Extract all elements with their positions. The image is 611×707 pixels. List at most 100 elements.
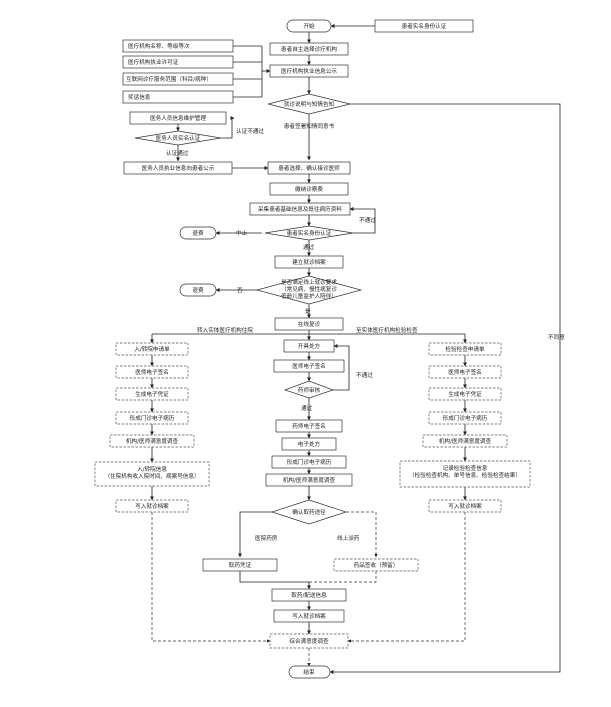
svg-text:生成电子凭证: 生成电子凭证 <box>135 390 169 398</box>
exam-record-box: 记录检验检查信息（检验检查机构、单号信息、检验检查结果） <box>399 460 531 488</box>
svg-text:药师电子签名: 药师电子签名 <box>292 422 326 430</box>
create-record-box: 建立就诊档案 <box>274 255 344 269</box>
svg-text:医务人员信息维护管理: 医务人员信息维护管理 <box>150 114 206 122</box>
prescribe-box: 开具处方 <box>283 339 335 353</box>
stop-label: 中止 <box>236 229 248 237</box>
svg-text:互联网诊疗服务范围（科目/病种）: 互联网诊疗服务范围（科目/病种） <box>126 75 212 83</box>
svg-text:电子处方: 电子处方 <box>298 440 321 448</box>
not-pass-label-2: 不通过 <box>356 371 373 379</box>
pharm-review-decision: 药师审核 <box>283 380 335 399</box>
refund-2-node: 退费 <box>179 283 217 297</box>
choose-institution-box: 患者自主选择诊疗机构 <box>269 42 349 56</box>
svg-text:写入就诊档案: 写入就诊档案 <box>292 612 326 620</box>
svg-text:医疗机构执业信息公示: 医疗机构执业信息公示 <box>281 67 337 75</box>
pass-label-2: 通过 <box>301 404 313 412</box>
svg-text:入/转院信息（住院机构收入院时间、病案号信息）: 入/转院信息（住院机构收入院时间、病案号信息） <box>104 465 199 480</box>
refund-1-node: 退费 <box>179 226 217 240</box>
internet-scope-box: 互联网诊疗服务范围（科目/病种） <box>122 72 234 86</box>
confirm-pickup-decision: 确认取药途径 <box>270 499 348 525</box>
satisfaction-left-box: 机构/医师满意度调查 <box>109 434 195 448</box>
svg-text:确认取药途径: 确认取药途径 <box>292 508 326 516</box>
staff-auth-pass-label: 认证通过 <box>166 149 189 157</box>
svg-text:开始: 开始 <box>303 22 315 30</box>
pay-fee-box: 缴纳诊察费 <box>269 182 349 196</box>
svg-text:医疗机构名称、等级等次: 医疗机构名称、等级等次 <box>128 42 190 50</box>
inst-name-level-box: 医疗机构名称、等级等次 <box>122 39 234 53</box>
svg-text:患者实名身份认证: 患者实名身份认证 <box>287 229 332 237</box>
svg-text:机构/医师满意度调查: 机构/医师满意度调查 <box>283 476 336 484</box>
svg-text:取药/配送信息: 取药/配送信息 <box>291 591 327 599</box>
svg-text:药师审核: 药师审核 <box>298 386 321 394</box>
svg-text:退费: 退费 <box>192 286 204 294</box>
outpatient-record-right-box: 形成门诊电子病历 <box>428 411 502 425</box>
consult-notice-decision: 就诊说明与知情告知 <box>267 93 351 115</box>
connectors <box>150 24 561 674</box>
online-pharmacy-label: 线上派药 <box>337 534 360 542</box>
svg-text:生成电子凭证: 生成电子凭证 <box>448 390 482 398</box>
inst-license-box: 医疗机构执业许可证 <box>122 55 234 69</box>
staff-auth-decision: 医务人员实名认证 <box>134 130 222 146</box>
svg-text:形成门诊电子病历: 形成门诊电子病历 <box>130 414 175 422</box>
e-prescription-box: 电子处方 <box>281 437 337 451</box>
svg-text:医师电子签名: 医师电子签名 <box>448 368 482 376</box>
svg-text:开具处方: 开具处方 <box>298 342 321 350</box>
svg-text:写入就诊档案: 写入就诊档案 <box>448 502 482 510</box>
realname-check-decision: 患者实名身份认证 <box>264 225 354 241</box>
pharm-sign-box: 药师电子签名 <box>275 419 343 433</box>
svg-text:医务人员实名认证: 医务人员实名认证 <box>156 134 201 142</box>
staff-auth-fail-label: 认证不通过 <box>236 127 264 135</box>
svg-text:患者选择、确认接诊医师: 患者选择、确认接诊医师 <box>278 164 340 172</box>
svg-text:形成门诊电子病历: 形成门诊电子病历 <box>287 458 332 466</box>
svg-text:取药凭证: 取药凭证 <box>229 561 252 569</box>
overall-survey-box: 综合满意度调查 <box>269 633 349 649</box>
svg-text:患者自主选择诊疗机构: 患者自主选择诊疗机构 <box>281 45 337 53</box>
svg-text:奖惩信息: 奖惩信息 <box>128 93 151 101</box>
archive-middle-box: 写入就诊档案 <box>273 609 345 623</box>
archive-left-box: 写入就诊档案 <box>115 499 189 513</box>
satisfaction-middle-box: 机构/医师满意度调查 <box>265 473 353 487</box>
voucher-right-box: 生成电子凭证 <box>428 387 502 401</box>
svg-text:医师电子签名: 医师电子签名 <box>135 368 169 376</box>
online-revisit-box: 在线复诊 <box>274 317 344 331</box>
svg-text:药品签收（预留）: 药品签收（预留） <box>354 561 399 569</box>
pickup-delivery-box: 取药/配送信息 <box>271 588 347 602</box>
exam-form-box: 检验检查申请单 <box>428 342 502 356</box>
svg-text:写入就诊档案: 写入就诊档案 <box>135 502 169 510</box>
start-node: 开始 <box>286 19 332 33</box>
drug-receipt-box: 药品签收（预留） <box>333 558 419 572</box>
doctor-sign-right-box: 医师电子签名 <box>428 365 502 379</box>
collect-records-box: 采集患者基础信息及既往病历资料 <box>249 202 351 216</box>
svg-text:建立就诊档案: 建立就诊档案 <box>292 258 326 266</box>
doctor-sign-middle-box: 医师电子签名 <box>273 359 345 373</box>
pass-label-1: 通过 <box>303 243 315 251</box>
voucher-left-box: 生成电子凭证 <box>115 387 189 401</box>
svg-text:医师电子签名: 医师电子签名 <box>292 362 326 370</box>
svg-text:患者实名身份认证: 患者实名身份认证 <box>402 22 447 30</box>
choose-doctor-box: 患者选择、确认接诊医师 <box>267 161 351 175</box>
to-inpatient-label: 转入实体医疗机构住院 <box>197 326 253 334</box>
svg-text:是否满足线上就诊要求（常见病、慢性病复诊低龄儿童监护人陪伴）: 是否满足线上就诊要求（常见病、慢性病复诊低龄儿童监护人陪伴） <box>281 278 337 300</box>
yes-label: 是 <box>305 308 311 315</box>
staff-publicity-box: 医务人员执业信息向患者公示 <box>123 161 233 175</box>
svg-text:综合满意度调查: 综合满意度调查 <box>289 637 329 645</box>
svg-text:在线复诊: 在线复诊 <box>298 320 321 328</box>
svg-text:缴纳诊察费: 缴纳诊察费 <box>295 185 323 193</box>
svg-text:记录检验检查信息（检验检查机构、单号信息、检验检查结果）: 记录检验检查信息（检验检查机构、单号信息、检验检查结果） <box>409 464 521 479</box>
outpatient-record-left-box: 形成门诊电子病历 <box>115 411 189 425</box>
outpatient-record-middle-box: 形成门诊电子病历 <box>271 455 347 469</box>
eligibility-decision: 是否满足线上就诊要求（常见病、慢性病复诊低龄儿童监护人陪伴） <box>255 275 363 305</box>
svg-text:退费: 退费 <box>192 229 204 237</box>
staff-info-mgmt-box: 医务人员信息维护管理 <box>129 111 227 125</box>
identity-auth-box: 患者实名身份认证 <box>374 19 474 33</box>
pickup-voucher-box: 取药凭证 <box>202 558 278 572</box>
to-exam-label: 至实体医疗机构检验检查 <box>356 326 418 334</box>
svg-text:形成门诊电子病历: 形成门诊电子病历 <box>443 414 488 422</box>
svg-text:入/转院申请单: 入/转院申请单 <box>134 345 170 353</box>
svg-text:机构/医师满意度调查: 机构/医师满意度调查 <box>126 437 179 445</box>
no-label: 否 <box>237 287 243 294</box>
not-pass-label-1: 不通过 <box>359 216 376 224</box>
svg-text:医务人员执业信息向患者公示: 医务人员执业信息向患者公示 <box>142 164 215 172</box>
svg-text:采集患者基础信息及既往病历资料: 采集患者基础信息及既往病历资料 <box>258 205 342 213</box>
institution-publicity-box: 医疗机构执业信息公示 <box>269 64 349 78</box>
